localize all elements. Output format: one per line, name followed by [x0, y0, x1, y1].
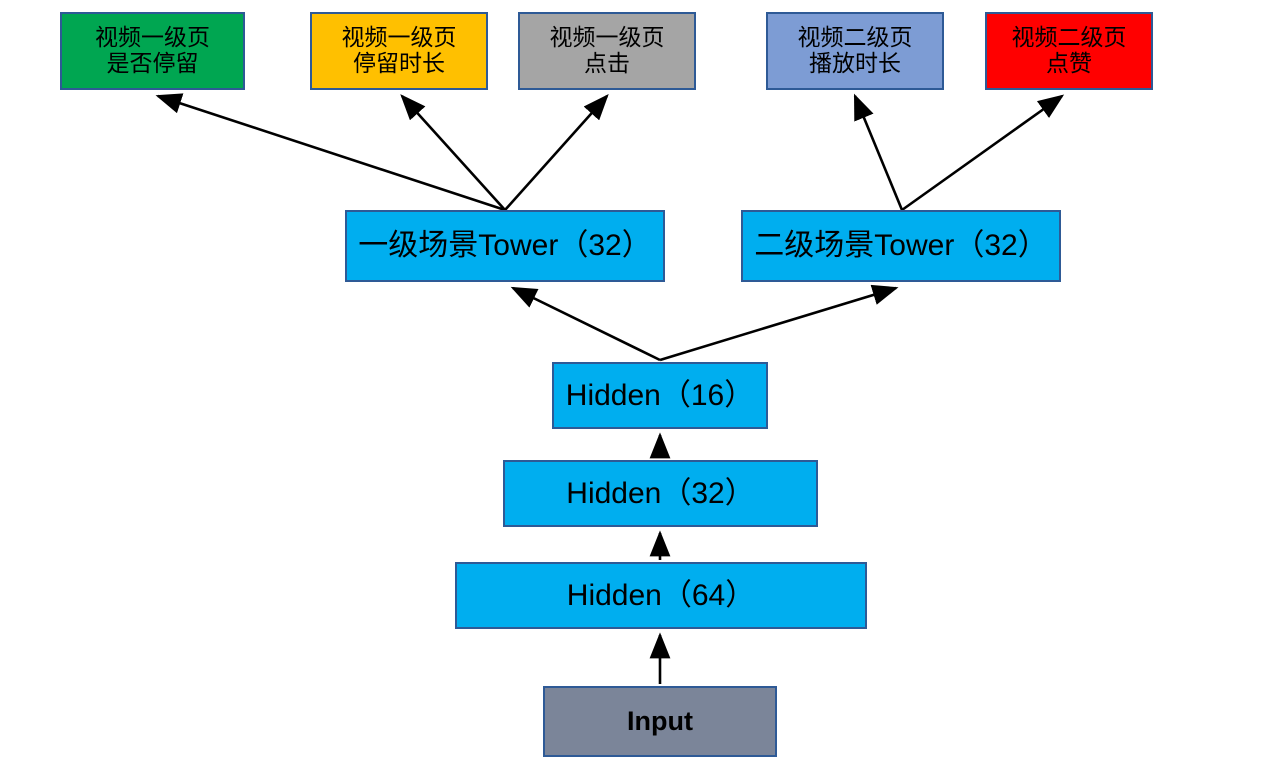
- edge-tower-primary-to-task-primary-stay: [155, 93, 506, 212]
- tower-box-tower-secondary: 二级场景Tower（32）: [741, 210, 1061, 282]
- task-box-task-secondary-like: 视频二级页 点赞: [985, 12, 1153, 90]
- task-box-task-primary-stay: 视频一级页 是否停留: [60, 12, 245, 90]
- task-box-task-primary-duration: 视频一级页 停留时长: [310, 12, 488, 90]
- edge-hidden-16-to-tower-secondary: [659, 284, 899, 362]
- edge-tower-secondary-to-task-secondary-play: [853, 93, 904, 211]
- edge-tower-primary-to-task-primary-duration: [400, 94, 506, 211]
- hidden-box-hidden-16: Hidden（16）: [552, 362, 768, 429]
- hidden-box-hidden-32: Hidden（32）: [503, 460, 818, 527]
- hidden-box-hidden-64: Hidden（64）: [455, 562, 867, 629]
- edge-hidden-16-to-tower-primary: [510, 286, 661, 362]
- task-box-task-secondary-play: 视频二级页 播放时长: [766, 12, 944, 90]
- tower-box-tower-primary: 一级场景Tower（32）: [345, 210, 665, 282]
- edge-tower-primary-to-task-primary-click: [504, 94, 609, 211]
- task-box-task-primary-click: 视频一级页 点击: [518, 12, 696, 90]
- input-box: Input: [543, 686, 777, 757]
- edge-tower-secondary-to-task-secondary-like: [901, 94, 1065, 212]
